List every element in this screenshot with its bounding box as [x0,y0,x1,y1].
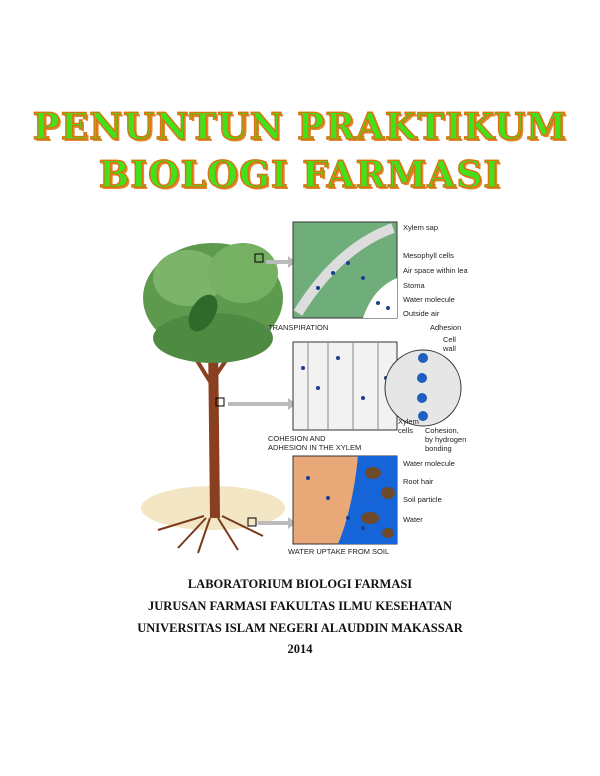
water-transport-figure: TRANSPIRATION Xylem sap Mesophyll cells … [141,221,468,556]
label-soil-particle: Soil particle [403,495,442,504]
footer-department: JURUSAN FARMASI FAKULTAS ILMU KESEHATAN [148,599,452,613]
label-water-molecule-bottom: Water molecule [403,459,455,468]
caption-cohesion-2: ADHESION IN THE XYLEM [268,443,361,452]
label-stoma: Stoma [403,281,426,290]
caption-cohesion-1: COHESION AND [268,434,326,443]
label-xylem-cells-2: cells [398,426,413,435]
footer-year: 2014 [287,642,313,656]
label-cell-wall-2: wall [442,344,456,353]
label-outside-air: Outside air [403,309,440,318]
title-line-2: BIOLOGI FARMASI [98,153,502,196]
title-line-1: PENUNTUN PRAKTIKUM [32,105,568,148]
label-cell-wall-1: Cell [443,335,456,344]
label-cohesion-3: bonding [425,444,452,453]
soil-panel: WATER UPTAKE FROM SOIL Water molecule Ro… [288,455,455,556]
label-mesophyll-cells: Mesophyll cells [403,251,454,260]
caption-transpiration: TRANSPIRATION [268,323,328,332]
caption-water-uptake: WATER UPTAKE FROM SOIL [288,547,389,556]
footer-laboratory: LABORATORIUM BIOLOGI FARMASI [187,577,413,591]
label-water: Water [403,515,423,524]
label-xylem-cells-1: Xylem [398,417,419,426]
label-root-hair: Root hair [403,477,434,486]
label-xylem-sap: Xylem sap [403,223,438,232]
transpiration-panel: TRANSPIRATION Xylem sap Mesophyll cells … [268,221,468,332]
label-cohesion-2: by hydrogen [425,435,466,444]
label-air-space: Air space within leaf [403,266,468,275]
label-water-molecule-top: Water molecule [403,295,455,304]
xylem-panel: COHESION AND ADHESION IN THE XYLEM Xylem… [268,323,466,453]
label-cohesion-1: Cohesion, [425,426,459,435]
tree-illustration [141,243,296,554]
footer-university: UNIVERSITAS ISLAM NEGERI ALAUDDIN MAKASS… [137,621,463,635]
label-adhesion: Adhesion [430,323,461,332]
